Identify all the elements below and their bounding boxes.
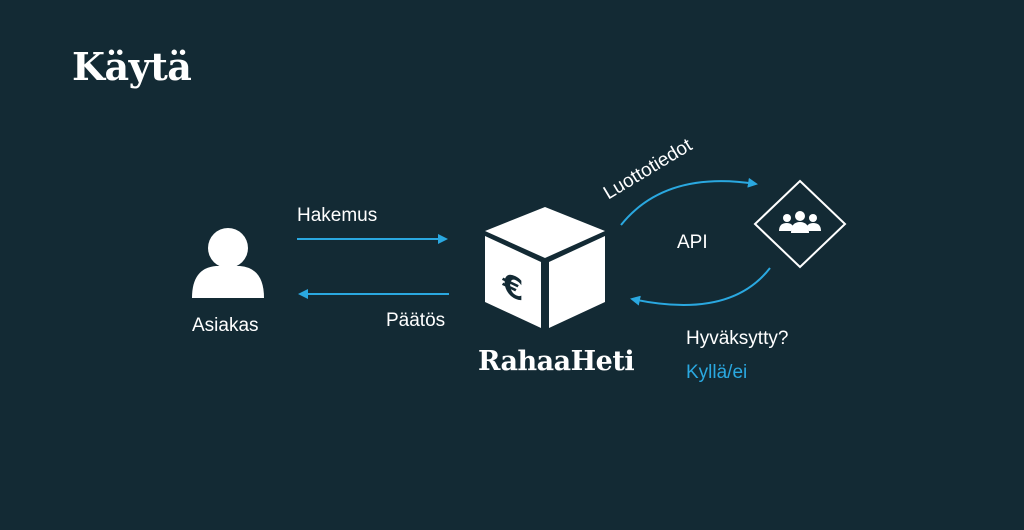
user-icon (192, 228, 264, 298)
currency-symbol: € (502, 265, 524, 310)
group-icon (753, 179, 847, 269)
decision-label: Päätös (386, 310, 446, 331)
approved-question-label: Hyväksytty? (686, 328, 789, 349)
application-label: Hakemus (297, 205, 378, 226)
approval-arrow (630, 267, 771, 307)
api-label: API (677, 232, 708, 253)
credit-info-arrow (620, 177, 758, 226)
approved-answer-label: Kyllä/ei (686, 362, 748, 383)
service-name: RahaaHeti (478, 346, 635, 377)
euro-box-icon: € (485, 207, 605, 328)
page-title: Käytä (72, 44, 192, 89)
customer-label: Asiakas (192, 315, 259, 336)
